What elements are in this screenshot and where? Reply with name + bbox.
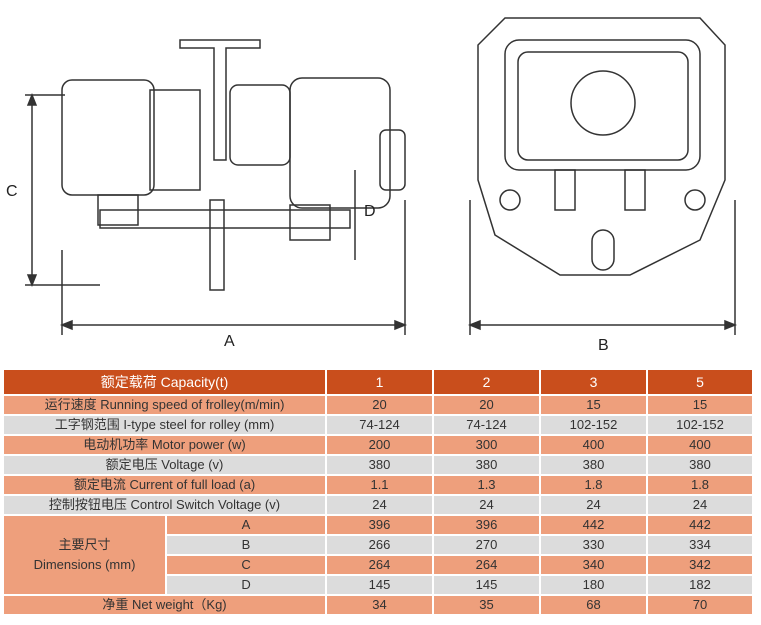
table-cell: 340	[539, 554, 649, 576]
side-view-drawing	[25, 39, 408, 335]
row-label: 额定电流 Current of full load (a)	[1, 474, 328, 496]
dimensions-label-cn: 主要尺寸	[58, 537, 111, 552]
table-cell: 15	[646, 394, 755, 416]
table-cell: 24	[325, 494, 435, 516]
dimension-label-c: C	[6, 183, 18, 200]
header-cell: 2	[432, 368, 542, 396]
dimension-key: A	[164, 514, 328, 536]
row-label: 额定电压 Voltage (v)	[1, 454, 328, 476]
table-cell: 400	[539, 434, 649, 456]
table-cell: 300	[432, 434, 542, 456]
header-label: 额定载荷 Capacity(t)	[1, 368, 328, 396]
table-cell: 145	[432, 574, 542, 596]
table-cell: 200	[325, 434, 435, 456]
table-cell: 264	[432, 554, 542, 576]
table-cell: 145	[325, 574, 435, 596]
table-cell: 442	[539, 514, 649, 536]
table-cell: 334	[646, 534, 755, 556]
row-label: 工字钢范围 I-type steel for rolley (mm)	[1, 414, 328, 436]
table-cell: 396	[432, 514, 542, 536]
table-cell: 264	[325, 554, 435, 576]
row-label: 运行速度 Running speed of frolley(m/min)	[1, 394, 328, 416]
table-cell: 34	[325, 594, 435, 616]
dimensions-label: 主要尺寸 Dimensions (mm)	[2, 514, 167, 596]
table-cell: 70	[646, 594, 755, 616]
table-row: 工字钢范围 I-type steel for rolley (mm)74-124…	[1, 414, 755, 436]
table-cell: 102-152	[539, 414, 649, 436]
technical-drawings: A C D B	[6, 17, 738, 354]
table-cell: 15	[539, 394, 649, 416]
table-cell: 35	[432, 594, 542, 616]
dimension-label-a: A	[224, 333, 235, 350]
table-header-row: 额定载荷 Capacity(t) 1 2 3 5	[1, 368, 755, 396]
header-cell: 3	[539, 368, 649, 396]
table-cell: 1.1	[325, 474, 435, 496]
dimensions-label-en: Dimensions (mm)	[33, 557, 136, 572]
table-cell: 102-152	[646, 414, 755, 436]
table-cell: 342	[646, 554, 755, 576]
table-cell: 380	[432, 454, 542, 476]
table-cell: 20	[325, 394, 435, 416]
dimension-key: C	[164, 554, 328, 576]
table-cell: 380	[325, 454, 435, 476]
table-cell: 380	[539, 454, 649, 476]
dimension-label-b: B	[598, 337, 609, 354]
row-label: 电动机功率 Motor power (w)	[1, 434, 328, 456]
table-cell: 266	[325, 534, 435, 556]
row-label: 净重 Net weight（Kg)	[1, 594, 328, 616]
table-cell: 180	[539, 574, 649, 596]
table-cell: 24	[646, 494, 755, 516]
table-cell: 1.8	[539, 474, 649, 496]
dimension-key: B	[164, 534, 328, 556]
table-cell: 24	[432, 494, 542, 516]
table-cell: 270	[432, 534, 542, 556]
front-view-drawing	[467, 17, 738, 335]
table-cell: 182	[646, 574, 755, 596]
row-label: 控制按钮电压 Control Switch Voltage (v)	[1, 494, 328, 516]
table-cell: 330	[539, 534, 649, 556]
table-cell: 396	[325, 514, 435, 536]
table-cell: 1.8	[646, 474, 755, 496]
table-cell: 68	[539, 594, 649, 616]
table-cell: 20	[432, 394, 542, 416]
table-cell: 380	[646, 454, 755, 476]
spec-table: 额定载荷 Capacity(t) 1 2 3 5 运行速度 Running sp…	[1, 368, 755, 616]
table-cell: 1.3	[432, 474, 542, 496]
dimension-key: D	[164, 574, 328, 596]
header-cell: 5	[646, 368, 755, 396]
table-cell: 74-124	[325, 414, 435, 436]
table-cell: 442	[646, 514, 755, 536]
table-cell: 400	[646, 434, 755, 456]
dimension-label-d: D	[364, 203, 376, 220]
table-cell: 24	[539, 494, 649, 516]
header-cell: 1	[325, 368, 435, 396]
table-cell: 74-124	[432, 414, 542, 436]
